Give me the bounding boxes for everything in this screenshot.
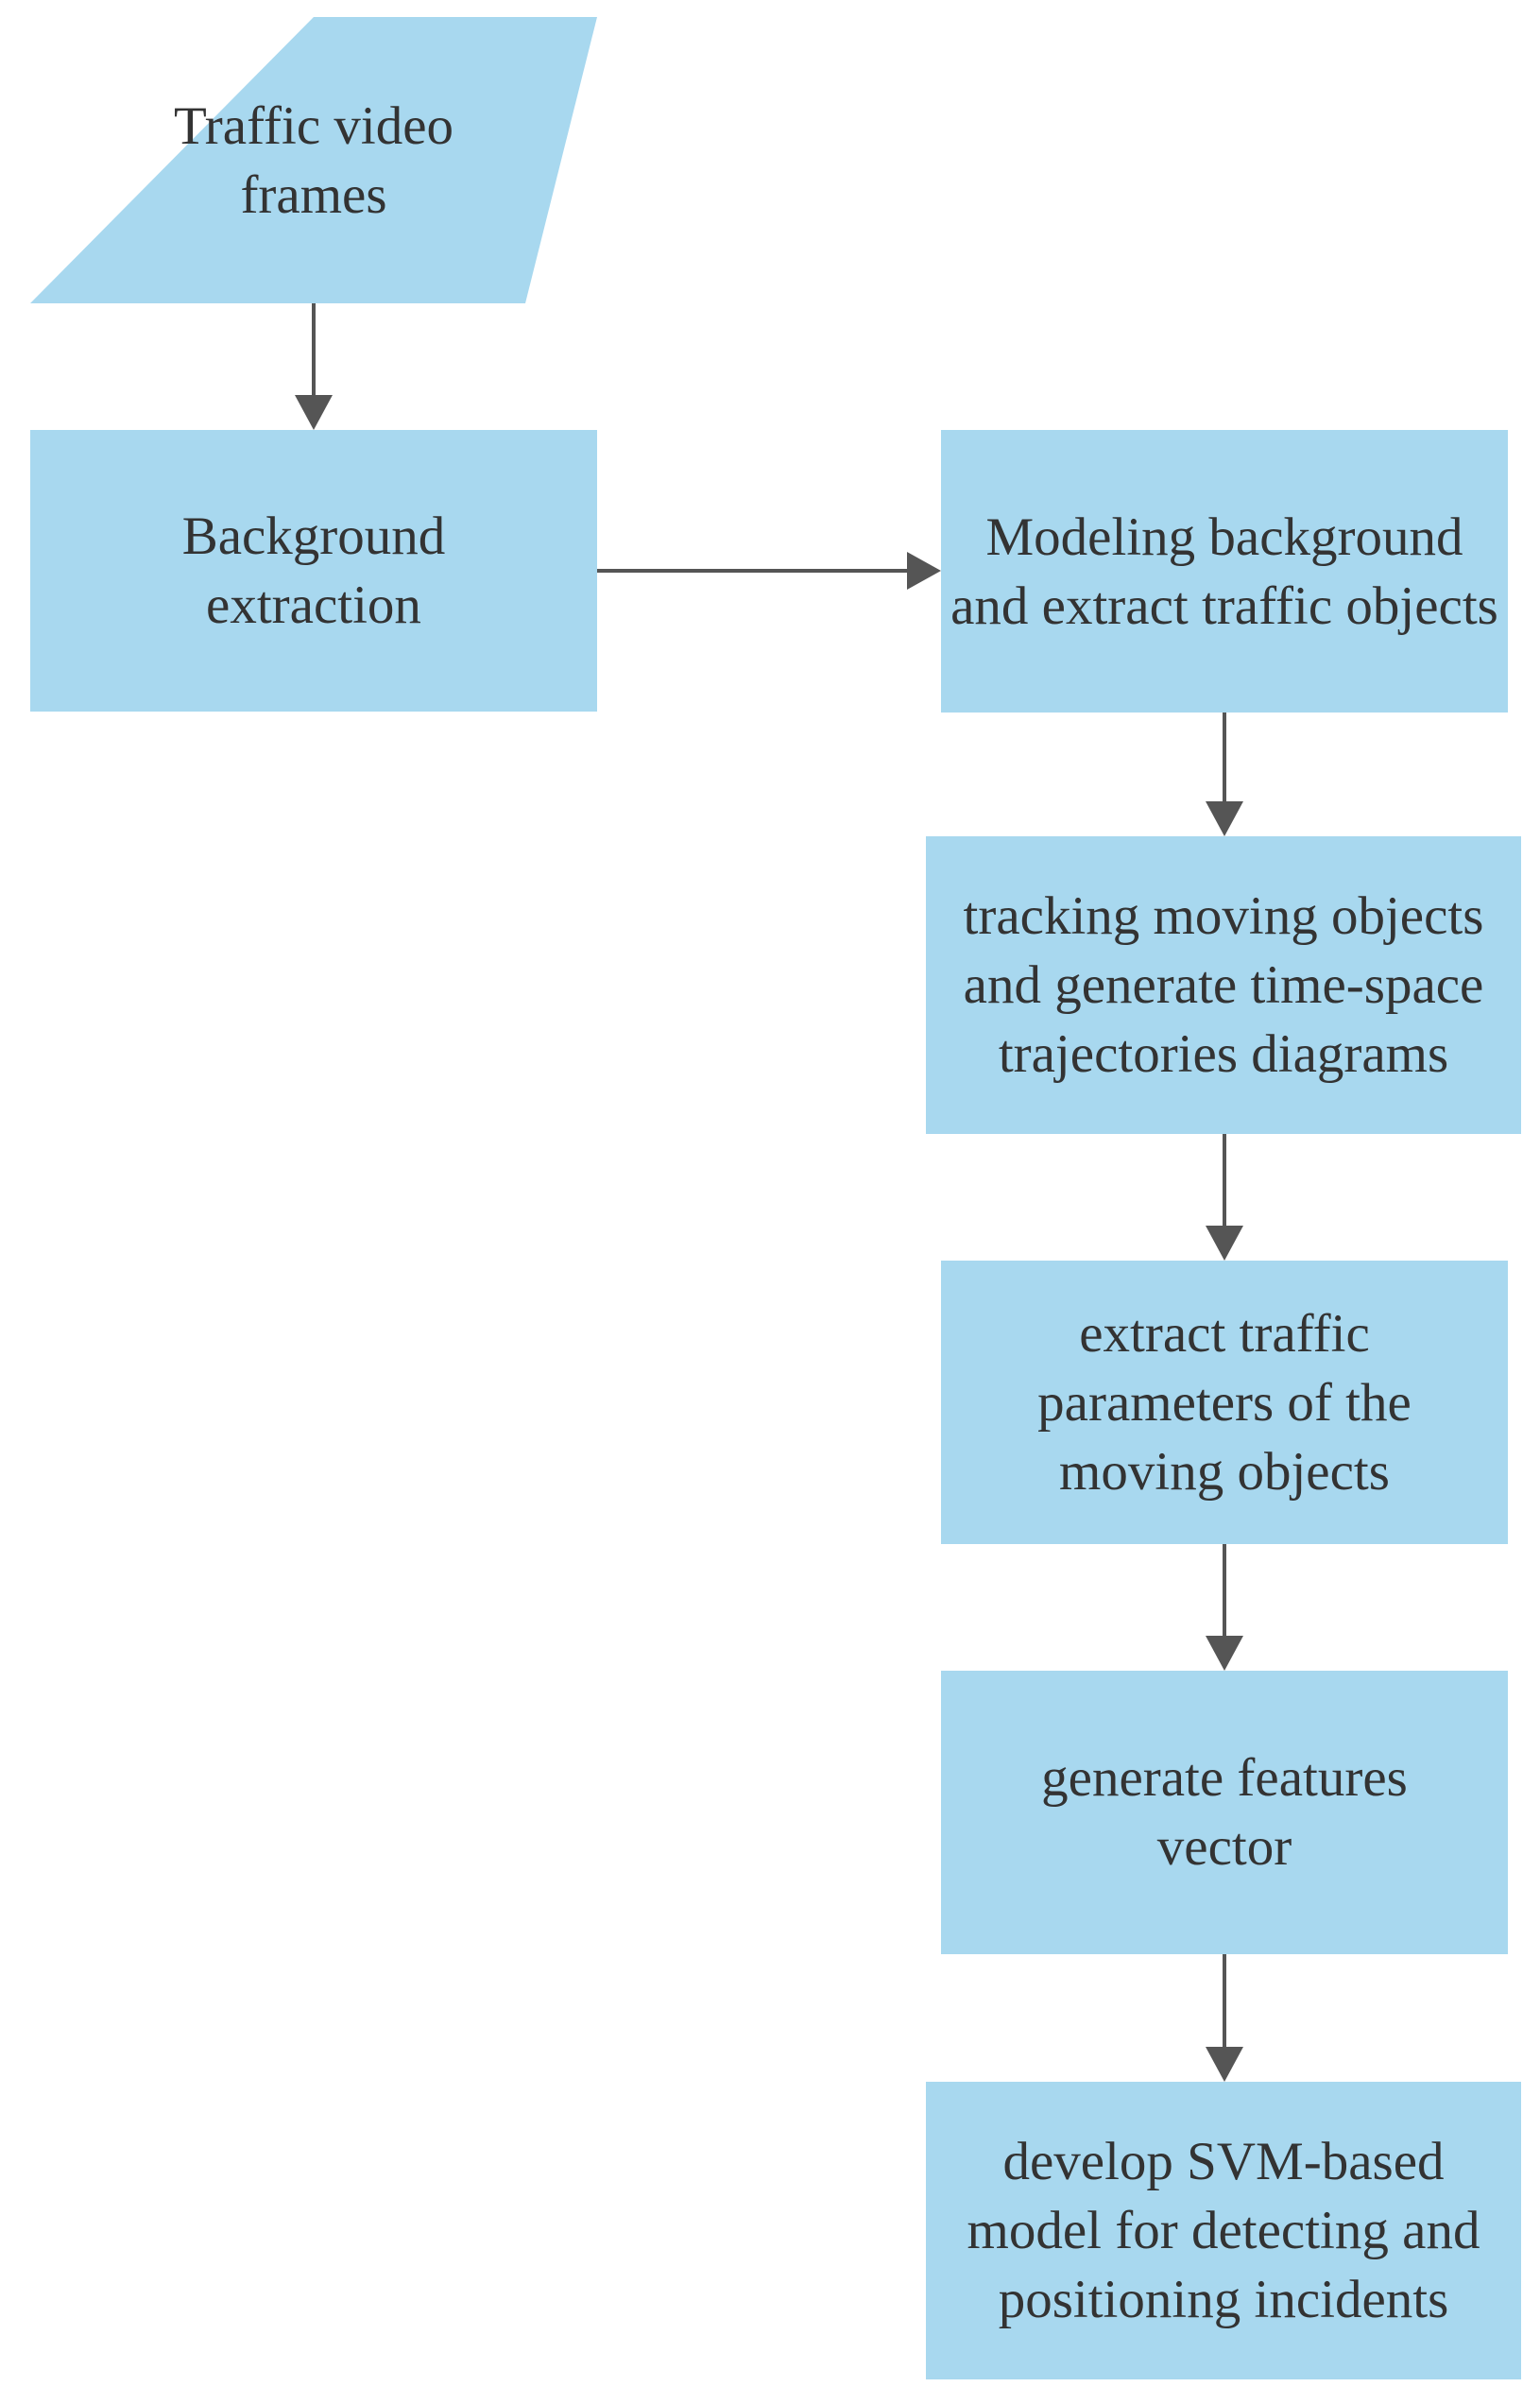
edge-parameters-to-features <box>1206 1544 1243 1671</box>
edge-tracking-to-parameters <box>1206 1134 1243 1261</box>
input-parallelogram-shape <box>30 17 597 303</box>
edge-modeling-to-tracking <box>1206 713 1243 836</box>
node-label-background-extraction: Background extraction <box>181 507 446 635</box>
edge-background-extraction-to-modeling <box>597 552 941 590</box>
node-label-extract-traffic-parameters: extract traffic parameters of the moving… <box>1037 1303 1412 1502</box>
node-label-generate-features-vector: generate features vector <box>1041 1748 1408 1877</box>
node-tracking-moving-objects: tracking moving objects and generate tim… <box>926 836 1521 1134</box>
node-label-tracking-moving-objects: tracking moving objects and generate tim… <box>963 886 1484 1084</box>
node-extract-traffic-parameters: extract traffic parameters of the moving… <box>941 1261 1508 1544</box>
node-develop-svm-model: develop SVM-based model for detecting an… <box>926 2082 1521 2379</box>
node-label-modeling-background: Modeling background and extract traffic … <box>950 507 1498 636</box>
node-traffic-video-frames: Traffic video frames <box>30 17 597 303</box>
node-label-traffic-video-frames: Traffic video frames <box>173 95 454 225</box>
node-generate-features-vector: generate features vector <box>941 1671 1508 1954</box>
node-background-extraction: Background extraction <box>30 430 597 712</box>
node-label-develop-svm-model: develop SVM-based model for detecting an… <box>967 2132 1480 2329</box>
node-modeling-background: Modeling background and extract traffic … <box>941 430 1508 713</box>
edge-input-to-background-extraction <box>295 303 333 430</box>
edge-features-to-svm <box>1206 1954 1243 2082</box>
